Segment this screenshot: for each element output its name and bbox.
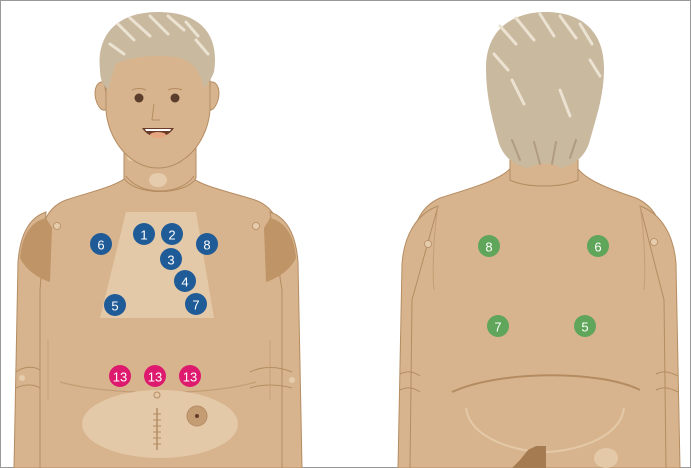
elbow-pin-left [19, 375, 25, 381]
shoulder-pin-left [54, 223, 61, 230]
back_view-marker-posterior: 8 [478, 235, 500, 257]
eye-right [171, 94, 180, 103]
marker-label: 6 [594, 240, 601, 255]
back-torso [410, 166, 666, 468]
front_view-marker-abdominal: 13 [144, 365, 166, 387]
marker-label: 7 [192, 298, 199, 313]
shoulder-pin-right [253, 223, 260, 230]
marker-label: 8 [203, 238, 210, 253]
front_view-marker-anterior: 5 [104, 294, 126, 316]
marker-label: 8 [485, 240, 492, 255]
marker-label: 13 [148, 370, 162, 385]
marker-label: 5 [581, 320, 588, 335]
marker-label: 1 [140, 228, 147, 243]
back-shoulder-pin-right [651, 239, 658, 246]
front_view-marker-anterior: 7 [185, 293, 207, 315]
back-injection-pad [594, 448, 618, 468]
abdomen-panel [82, 390, 238, 458]
elbow-pin-right [289, 377, 295, 383]
marker-label: 13 [113, 370, 127, 385]
marker-label: 4 [181, 275, 188, 290]
marker-label: 5 [111, 299, 118, 314]
marker-label: 3 [167, 253, 174, 268]
front_view-marker-anterior: 6 [90, 233, 112, 255]
front_view-marker-abdominal: 13 [109, 365, 131, 387]
front_view-marker-anterior: 4 [174, 270, 196, 292]
eye-left [135, 94, 144, 103]
back_view-marker-posterior: 6 [587, 235, 609, 257]
front_view-marker-anterior: 1 [133, 223, 155, 245]
back_view-marker-posterior: 5 [574, 315, 596, 337]
stoma-center [195, 414, 199, 418]
front_view-marker-anterior: 3 [160, 248, 182, 270]
back_view-marker-posterior: 7 [487, 315, 509, 337]
marker-label: 2 [168, 228, 175, 243]
marker-label: 13 [183, 370, 197, 385]
marker-label: 7 [494, 320, 501, 335]
marker-label: 6 [97, 238, 104, 253]
adams-apple [149, 173, 167, 187]
back-shoulder-pin-left [425, 241, 432, 248]
front_view-marker-anterior: 2 [161, 223, 183, 245]
front_view-marker-abdominal: 13 [179, 365, 201, 387]
tongue [150, 132, 166, 138]
teeth [145, 129, 171, 131]
front_view-marker-anterior: 8 [196, 233, 218, 255]
